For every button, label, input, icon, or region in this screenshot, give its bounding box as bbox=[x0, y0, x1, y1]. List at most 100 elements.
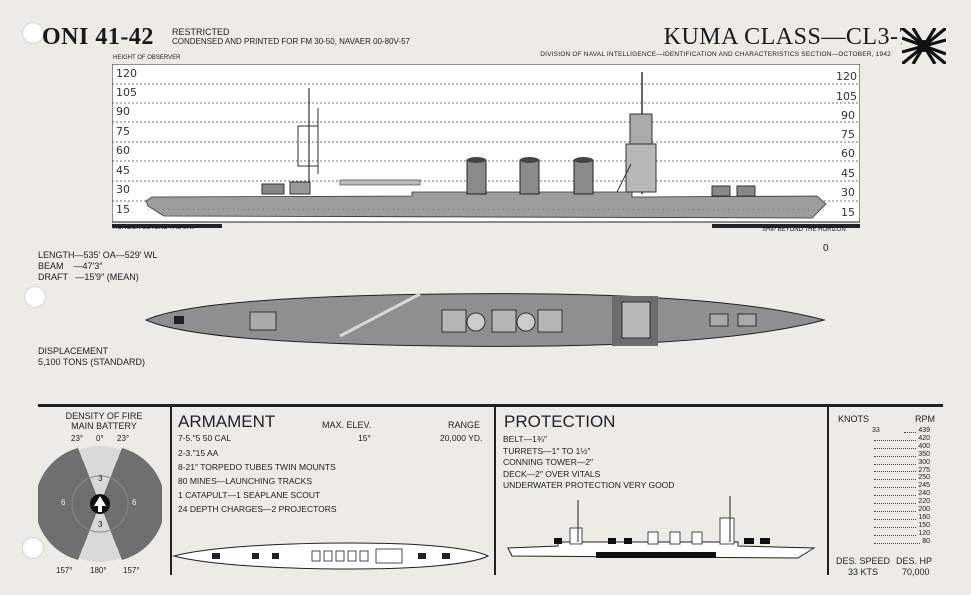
angle-left-bottom: 157° bbox=[56, 566, 73, 575]
protection-belt: BELT—1¾″ bbox=[503, 434, 547, 444]
speed-rpm: 220 bbox=[918, 498, 930, 506]
punch-hole-middle bbox=[24, 286, 46, 308]
armament-plan-diagram bbox=[172, 542, 490, 570]
ship-plan-diagram bbox=[144, 292, 826, 347]
protection-profile-diagram bbox=[507, 496, 816, 559]
speed-rpm: 80 bbox=[922, 537, 930, 545]
length-value: LENGTH—535′ OA—529′ WL bbox=[38, 250, 158, 260]
angle-center-bottom: 180° bbox=[90, 566, 107, 575]
sector-aft-count: 3 bbox=[98, 520, 103, 529]
sector-forward-count: 3 bbox=[98, 474, 103, 483]
angle-right-bottom: 157° bbox=[123, 566, 140, 575]
protection-title: PROTECTION bbox=[504, 412, 616, 431]
speed-rpm: 350 bbox=[918, 450, 930, 458]
angle-center-top: 0° bbox=[96, 434, 104, 443]
angle-left-top: 23° bbox=[71, 434, 84, 443]
speed-row: 245 bbox=[840, 482, 930, 490]
punch-hole-top bbox=[22, 22, 44, 44]
armament-item-mines: 80 MINES—LAUNCHING TRACKS bbox=[178, 476, 312, 486]
height-label-15: 15 bbox=[116, 203, 130, 216]
density-title-line2: MAIN BATTERY bbox=[71, 421, 137, 431]
speed-row: 120 bbox=[840, 530, 930, 538]
speed-rpm: 400 bbox=[918, 442, 930, 450]
speed-rpm: 150 bbox=[918, 521, 930, 529]
bottom-section-divider bbox=[38, 404, 943, 407]
height-label-right-90: 90 bbox=[841, 109, 855, 122]
design-hp-value: 70,000 bbox=[902, 567, 930, 577]
ship-profile-diagram bbox=[112, 64, 860, 228]
divider-protection-speed bbox=[827, 407, 829, 575]
speed-row: 80 bbox=[840, 538, 930, 546]
speed-row: 240 bbox=[840, 490, 930, 498]
displacement-value: 5,100 TONS (STANDARD) bbox=[38, 357, 146, 367]
displacement-label: DISPLACEMENT bbox=[38, 346, 109, 356]
speed-row: 250 bbox=[840, 474, 930, 482]
divider-armament-protection bbox=[494, 407, 496, 575]
draft-value: DRAFT —15′9″ (MEAN) bbox=[38, 272, 139, 282]
zero-label: 0 bbox=[823, 243, 829, 254]
punch-hole-bottom bbox=[22, 537, 44, 559]
density-of-fire-title: DENSITY OF FIRE MAIN BATTERY bbox=[38, 411, 170, 431]
armament-title: ARMAMENT bbox=[178, 412, 276, 431]
speed-row: 300 bbox=[840, 459, 930, 467]
protection-turrets: TURRETS—1″ TO 1½″ bbox=[503, 445, 591, 456]
design-speed-value: 33 KTS bbox=[848, 567, 879, 577]
protection-underwater: UNDERWATER PROTECTION VERY GOOD bbox=[503, 480, 675, 490]
density-title-line1: DENSITY OF FIRE bbox=[65, 411, 143, 421]
armament-item-main-guns: 7-5.″5 50 CAL bbox=[178, 433, 232, 443]
height-label-right-120: 120 bbox=[836, 70, 857, 83]
armament-item-aa-guns: 2-3.″15 AA bbox=[178, 448, 219, 458]
knots-header: KNOTS bbox=[838, 414, 870, 424]
speed-rpm: 200 bbox=[918, 506, 930, 514]
restriction-notice: RESTRICTED CONDENSED AND PRINTED FOR FM … bbox=[172, 27, 410, 47]
speed-rpm: 240 bbox=[918, 490, 930, 498]
speed-rpm: 439 bbox=[918, 427, 930, 434]
speed-row: 400 bbox=[840, 443, 930, 451]
beam-value: BEAM —47′3″ bbox=[38, 261, 103, 271]
displacement-block: DISPLACEMENT 5,100 TONS (STANDARD) bbox=[38, 346, 145, 368]
rising-sun-flag-icon bbox=[902, 28, 946, 64]
density-of-fire-diagram bbox=[38, 446, 162, 562]
height-label-45: 45 bbox=[116, 164, 130, 177]
height-label-right-75: 75 bbox=[841, 128, 855, 141]
range-header: RANGE bbox=[448, 420, 481, 430]
height-label-right-105: 105 bbox=[836, 90, 857, 103]
dimensions-block: LENGTH—535′ OA—529′ WL BEAM —47′3″ DRAFT… bbox=[38, 250, 157, 283]
speed-row: 200 bbox=[840, 506, 930, 514]
restricted-label: RESTRICTED bbox=[172, 27, 230, 37]
design-hp-label: DES. HP bbox=[896, 556, 933, 566]
angle-right-top: 23° bbox=[117, 434, 130, 443]
speed-row: 275 bbox=[840, 467, 930, 475]
speed-rpm: 160 bbox=[918, 513, 930, 521]
height-label-90: 90 bbox=[116, 105, 130, 118]
armament-main-guns-elevation: 15° bbox=[358, 433, 371, 443]
height-label-right-45: 45 bbox=[841, 167, 855, 180]
horizon-beyond-ship-label: HORIZON BEYOND THE SHIP bbox=[113, 225, 197, 231]
armament-item-catapult: 1 CATAPULT—1 SEAPLANE SCOUT bbox=[178, 490, 321, 500]
speed-row: 420 bbox=[840, 435, 930, 443]
height-label-105: 105 bbox=[116, 86, 137, 99]
height-label-120: 120 bbox=[116, 67, 137, 80]
height-label-60: 60 bbox=[116, 144, 130, 157]
max-elevation-header: MAX. ELEV. bbox=[322, 420, 372, 430]
protection-deck: DECK—2″ OVER VITALS bbox=[503, 468, 601, 479]
height-label-75: 75 bbox=[116, 125, 130, 138]
speed-rpm: 120 bbox=[918, 529, 930, 537]
speed-row: 150 bbox=[840, 522, 930, 530]
design-speed-label: DES. SPEED bbox=[836, 556, 891, 566]
speed-rpm: 420 bbox=[918, 434, 930, 442]
armament-item-depth-charges: 24 DEPTH CHARGES—2 PROJECTORS bbox=[178, 504, 337, 514]
speed-row: 160 bbox=[840, 514, 930, 522]
rpm-header: RPM bbox=[915, 414, 935, 424]
speed-row: 350 bbox=[840, 451, 930, 459]
speed-rpm: 275 bbox=[918, 466, 930, 474]
sector-right-count: 6 bbox=[132, 498, 137, 507]
height-label-30: 30 bbox=[116, 183, 130, 196]
protection-list: BELT—1¾″ TURRETS—1″ TO 1½″ CONNING TOWER… bbox=[503, 434, 674, 492]
height-label-right-60: 60 bbox=[841, 147, 855, 160]
class-title: KUMA CLASS—CL3-7 bbox=[663, 24, 911, 50]
speed-row: 220 bbox=[840, 498, 930, 506]
height-label-right-30: 30 bbox=[841, 186, 855, 199]
